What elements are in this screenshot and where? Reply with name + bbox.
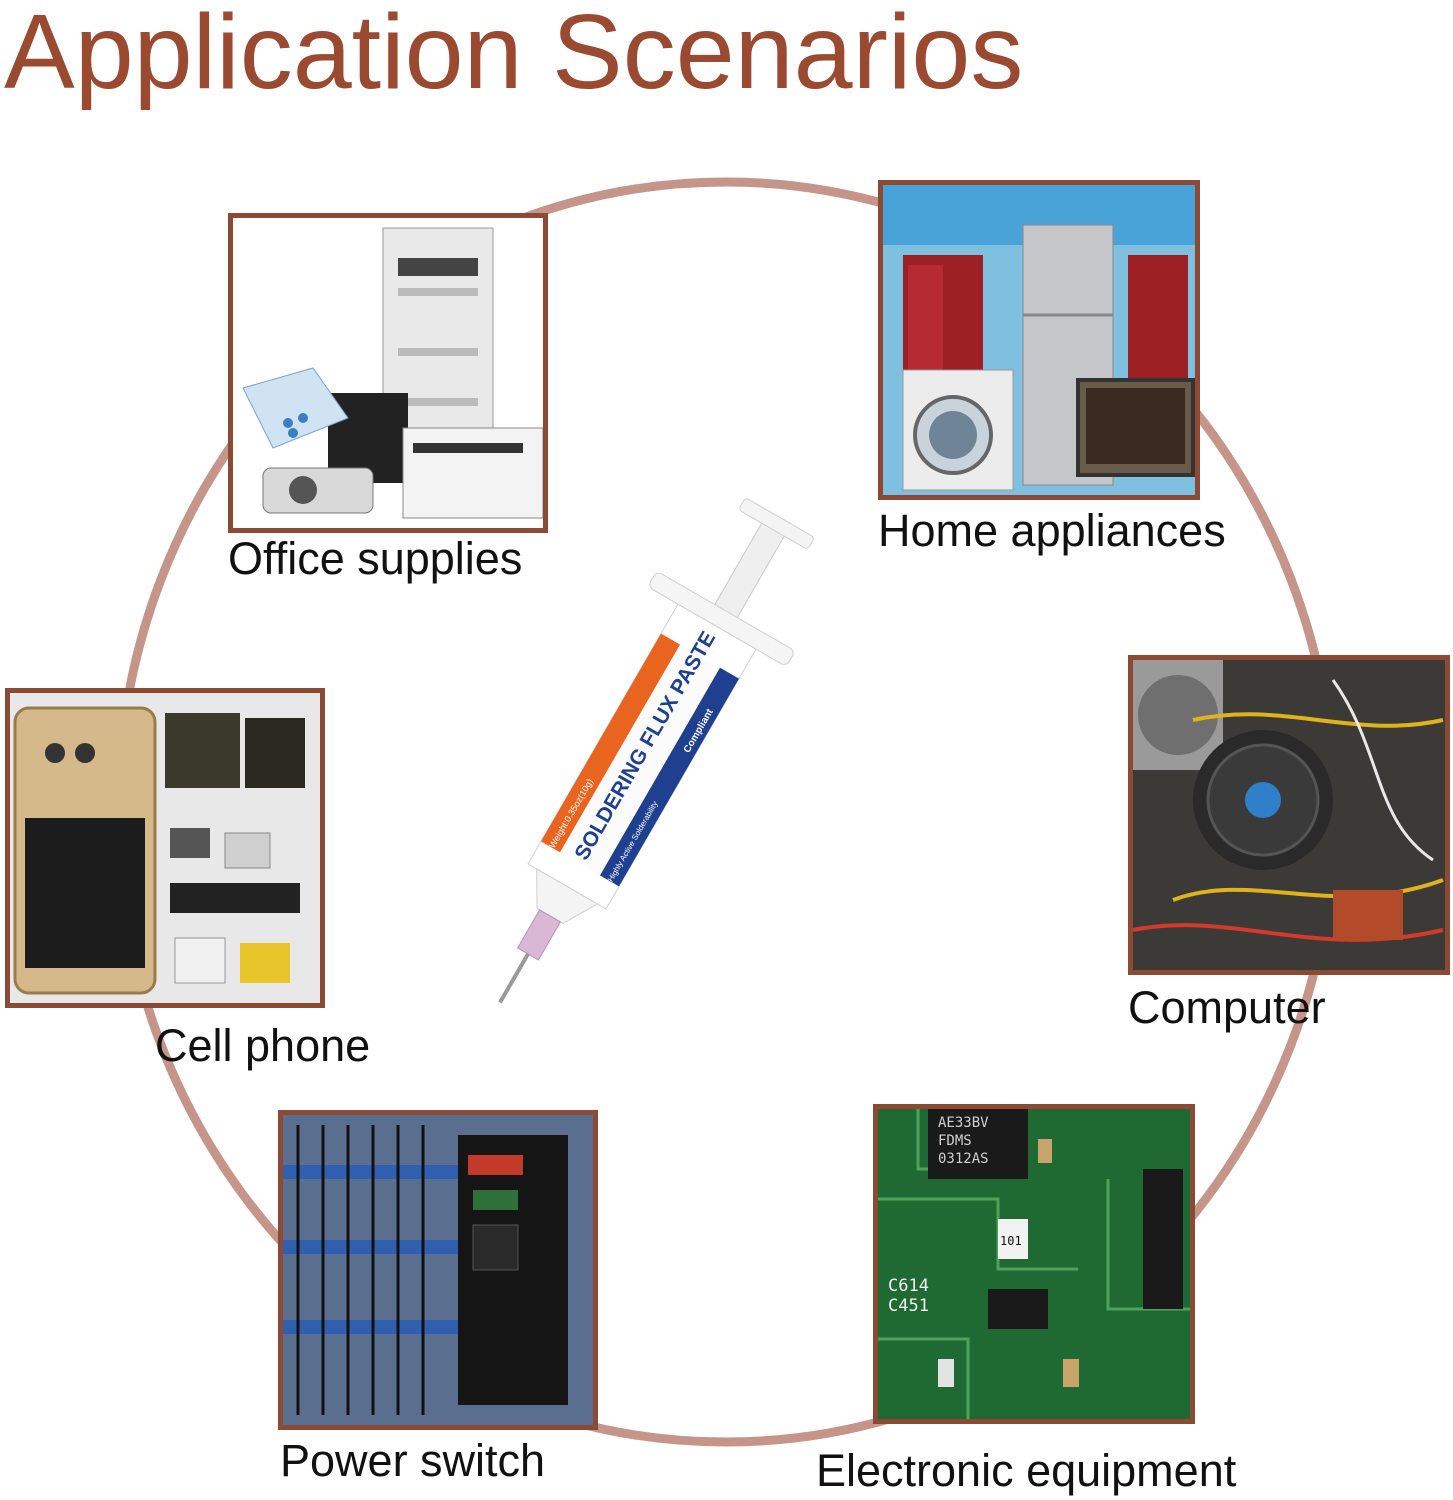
- scenario-label-home-appliances: Home appliances: [878, 505, 1226, 556]
- page-title: Application Scenarios: [4, 0, 1024, 111]
- home-appliances-icon: [883, 185, 1195, 495]
- flux-syringe-illustration: SOLDERING FLUX PASTE Compliant Highly Ac…: [498, 498, 814, 1004]
- cell-phone-photo: [5, 688, 325, 1008]
- pcb-marking: C451: [888, 1296, 929, 1316]
- cell-phone-parts-icon: [10, 693, 320, 1003]
- circuit-board-icon: AE33BV FDMS 0312AS 101 C614 C451: [878, 1109, 1190, 1419]
- office-equipment-icon: [233, 218, 543, 528]
- pcb-marking: 101: [1000, 1234, 1022, 1248]
- office-supplies-photo: [228, 213, 548, 533]
- power-switch-photo: [278, 1110, 598, 1430]
- scenario-label-power-switch: Power switch: [280, 1435, 546, 1486]
- scenario-label-electronic-equipment: Electronic equipment: [816, 1445, 1237, 1496]
- power-switch-cabinet-icon: [283, 1115, 593, 1425]
- pcb-marking: C614: [888, 1276, 929, 1296]
- pcb-marking: 0312AS: [938, 1151, 989, 1167]
- scenario-label-cell-phone: Cell phone: [155, 1020, 371, 1071]
- pcb-marking: AE33BV: [938, 1115, 989, 1131]
- scenario-label-computer: Computer: [1128, 982, 1326, 1033]
- home-appliances-photo: [878, 180, 1200, 500]
- computer-motherboard-icon: [1133, 660, 1445, 970]
- scenario-label-office-supplies: Office supplies: [228, 533, 523, 584]
- pcb-marking: FDMS: [938, 1133, 972, 1149]
- electronic-equipment-photo: AE33BV FDMS 0312AS 101 C614 C451: [873, 1104, 1195, 1424]
- computer-photo: [1128, 655, 1450, 975]
